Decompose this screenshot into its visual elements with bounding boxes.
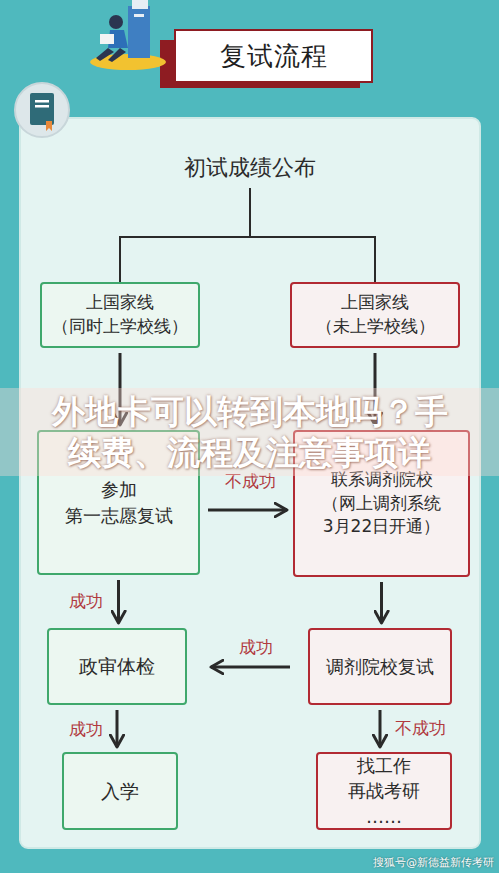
process-box: 上国家线 （未上学校线） bbox=[290, 282, 460, 348]
icon-book-line bbox=[35, 105, 49, 108]
flow-arrow bbox=[379, 710, 382, 747]
watermark-banner-text: 外地卡可以转到本地吗？手 续费、流程及注意事项详 bbox=[0, 388, 499, 476]
box-label: 政审体检 bbox=[52, 653, 182, 680]
book-icon bbox=[15, 83, 69, 137]
process-box: 上国家线 （同时上学校线） bbox=[40, 282, 200, 348]
box-label: 上国家线 （同时上学校线） bbox=[45, 291, 195, 339]
flow-arrow bbox=[116, 710, 119, 747]
box-label: 找工作 再战考研 …… bbox=[334, 753, 434, 829]
box-label: 联系调剂院校 （网上调剂系统 3月22日开通） bbox=[307, 468, 457, 539]
process-box: 找工作 再战考研 …… bbox=[316, 752, 452, 830]
illustration-book bbox=[132, 0, 148, 9]
box-label: 上国家线 （未上学校线） bbox=[300, 291, 450, 339]
box-label: 入学 bbox=[70, 778, 170, 805]
edge-label: 不成功 bbox=[395, 717, 446, 740]
content-panel bbox=[20, 118, 480, 848]
flow-arrow bbox=[380, 582, 383, 623]
illustration-book-line bbox=[134, 14, 144, 17]
edge-label: 成功 bbox=[239, 636, 273, 659]
illustration-head bbox=[109, 15, 123, 29]
icon-bookmark bbox=[46, 121, 52, 131]
title-text: 复试流程 bbox=[175, 30, 372, 82]
illustration-leg bbox=[108, 48, 126, 62]
icon-circle bbox=[15, 83, 69, 137]
process-box: 调剂院校复试 bbox=[308, 628, 452, 705]
edge-label: 成功 bbox=[69, 718, 103, 741]
box-label: 参加 第一志愿复试 bbox=[54, 477, 184, 527]
flow-arrow bbox=[250, 188, 375, 282]
watermark-text: 搜狐号@新德益新传考研 bbox=[373, 855, 494, 870]
icon-book bbox=[30, 93, 54, 125]
process-box: 入学 bbox=[62, 752, 178, 830]
title-frame bbox=[175, 30, 372, 82]
illustration-book bbox=[128, 6, 150, 58]
flow-arrow bbox=[120, 188, 250, 282]
icon-book-line bbox=[35, 100, 49, 103]
start-node: 初试成绩公布 bbox=[165, 148, 335, 188]
box-label: 初试成绩公布 bbox=[165, 153, 335, 184]
flow-arrow bbox=[211, 666, 290, 669]
reading-person-illustration bbox=[90, 0, 166, 70]
flow-arrow bbox=[208, 509, 287, 512]
process-box: 政审体检 bbox=[47, 628, 187, 705]
illustration-open-book bbox=[100, 34, 114, 44]
box-label: 调剂院校复试 bbox=[312, 654, 448, 679]
edge-label: 成功 bbox=[69, 590, 103, 613]
flow-arrow bbox=[117, 580, 120, 623]
